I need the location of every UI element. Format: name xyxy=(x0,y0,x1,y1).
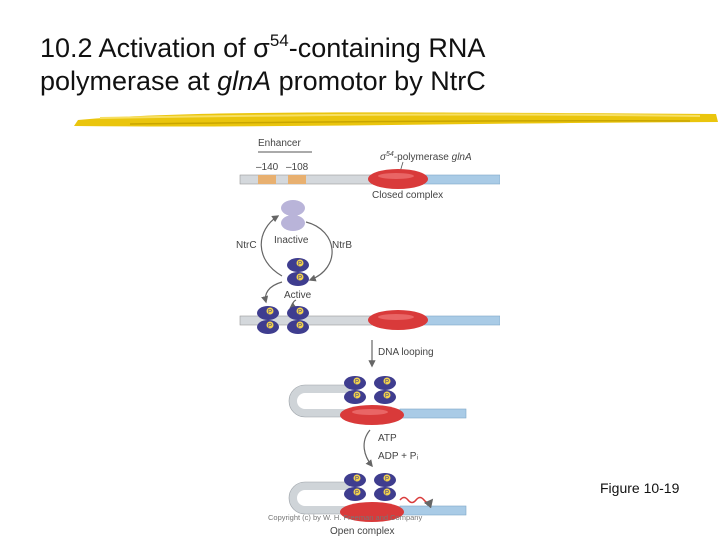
polymerase-open xyxy=(340,502,404,522)
ntrc-label: NtrC xyxy=(236,240,257,251)
pos-140-label: –140 xyxy=(256,162,279,173)
polymerase-loop-1 xyxy=(340,405,404,425)
phosphate-label: P xyxy=(298,276,302,282)
title-underline-brush xyxy=(74,112,718,127)
title-superscript: 54 xyxy=(269,31,289,50)
ntrb-phosphorylation-arrow xyxy=(305,221,333,282)
phosphate-label: P xyxy=(385,380,389,386)
atp-label: ATP xyxy=(378,433,397,444)
enhancer-site-2 xyxy=(288,175,306,184)
ntrc-dephosphorylation-arrow xyxy=(260,215,283,277)
transcript-squiggle xyxy=(399,496,434,509)
phosphate-label: P xyxy=(385,394,389,400)
polymerase-label: σ54-polymerase glnA xyxy=(380,151,472,163)
title-gene: glnA xyxy=(217,66,272,96)
phosphate-label: P xyxy=(298,310,302,316)
copyright-text: Copyright (c) by W. H. Freeman and Compa… xyxy=(268,513,422,522)
phosphate-label: P xyxy=(355,394,359,400)
dna-loop-1 xyxy=(289,385,465,417)
title-line2-start: polymerase at xyxy=(40,66,218,96)
title-line2-end: promotor by NtrC xyxy=(271,66,486,96)
title-line-2: polymerase at glnA promotor by NtrC xyxy=(40,65,486,98)
phosphate-label: P xyxy=(355,477,359,483)
phosphate-label: P xyxy=(385,491,389,497)
phosphate-label: P xyxy=(355,380,359,386)
phosphate-label: P xyxy=(298,262,302,268)
polymerase-closed xyxy=(368,169,428,189)
slide-title: 10.2 Activation of σ54-containing RNA po… xyxy=(40,32,486,98)
enhancer-label: Enhancer xyxy=(258,138,301,149)
enhancer-site-1 xyxy=(258,175,276,184)
phosphate-label: P xyxy=(385,477,389,483)
ntrc-activation-diagram: Enhancer –140 –108 σ54-polymerase glnA C… xyxy=(236,138,500,537)
dna-loop-1-blue xyxy=(399,408,467,419)
title-sigma: σ xyxy=(253,33,270,63)
phosphate-label: P xyxy=(268,324,272,330)
closed-complex-label: Closed complex xyxy=(372,190,443,201)
ntrb-label: NtrB xyxy=(332,240,352,251)
phosphate-label: P xyxy=(268,310,272,316)
title-line-1: 10.2 Activation of σ54-containing RNA xyxy=(40,32,486,65)
phosphate-label: P xyxy=(298,324,302,330)
open-complex-label: Open complex xyxy=(330,526,394,537)
active-label: Active xyxy=(284,290,312,301)
title-prefix: 10.2 Activation of xyxy=(40,33,254,63)
dna-looping-label: DNA looping xyxy=(378,347,434,358)
ntrc-inactive-bottom xyxy=(281,215,305,231)
title-suffix: -containing RNA xyxy=(288,33,486,63)
phosphate-label: P xyxy=(355,491,359,497)
pos-108-label: –108 xyxy=(286,162,309,173)
ntrc-inactive-top xyxy=(281,200,305,216)
figure-label: Figure 10-19 xyxy=(600,480,680,496)
inactive-label: Inactive xyxy=(274,235,309,246)
adp-label: ADP + Pᵢ xyxy=(378,451,418,462)
dna-loop-2 xyxy=(289,482,465,514)
polymerase-bound xyxy=(368,310,428,330)
